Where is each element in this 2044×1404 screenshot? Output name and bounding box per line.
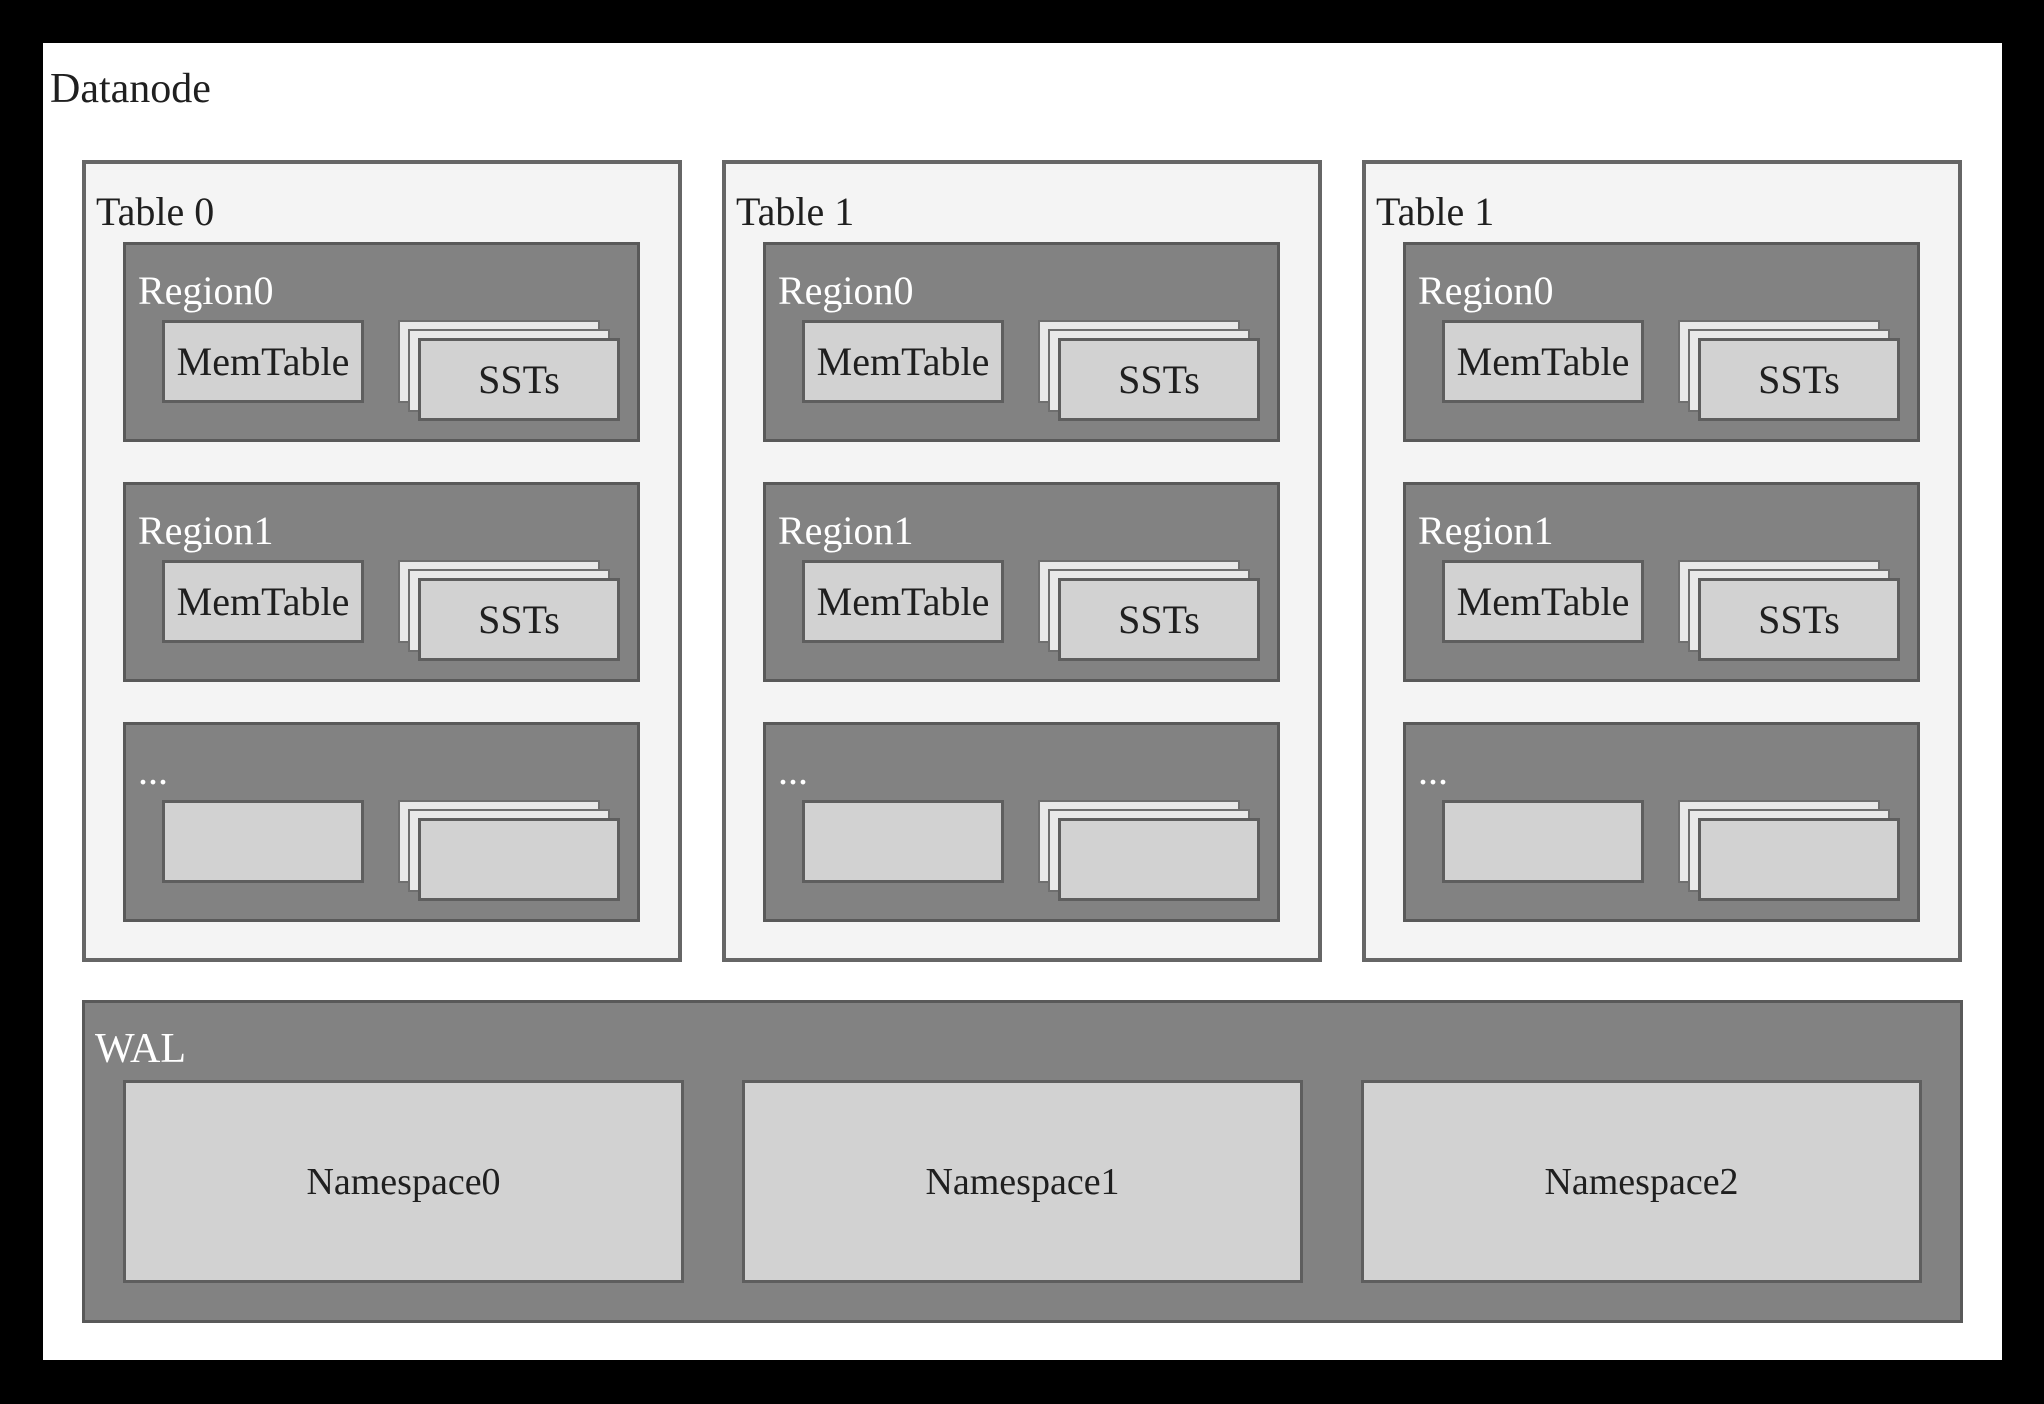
memtable-box: MemTable xyxy=(162,560,364,643)
wal-box: WAL Namespace0 Namespace1 Namespace2 xyxy=(82,1000,1963,1323)
ssts-stack: SSTs xyxy=(1678,560,1900,661)
memtable-box xyxy=(802,800,1004,883)
region-label: ... xyxy=(778,748,808,793)
region-label: Region1 xyxy=(1418,508,1554,553)
memtable-box: MemTable xyxy=(802,320,1004,403)
ssts-front-box: SSTs xyxy=(1058,338,1260,421)
region-label: Region0 xyxy=(1418,268,1554,313)
namespace-box: Namespace0 xyxy=(123,1080,684,1283)
region-box: ... xyxy=(763,722,1280,922)
wal-namespace-row: Namespace0 Namespace1 Namespace2 xyxy=(123,1080,1922,1283)
region-label: ... xyxy=(1418,748,1448,793)
table-label: Table 1 xyxy=(736,189,855,234)
ssts-front-box xyxy=(418,818,620,901)
memtable-box xyxy=(1442,800,1644,883)
ssts-front-box: SSTs xyxy=(418,338,620,421)
ssts-front-box xyxy=(1058,818,1260,901)
ssts-stack: SSTs xyxy=(398,560,620,661)
memtable-box xyxy=(162,800,364,883)
ssts-front-box: SSTs xyxy=(1698,578,1900,661)
namespace-box: Namespace2 xyxy=(1361,1080,1922,1283)
page-title: Datanode xyxy=(50,66,211,112)
memtable-box: MemTable xyxy=(1442,560,1644,643)
region-label: Region0 xyxy=(778,268,914,313)
ssts-stack xyxy=(1038,800,1260,901)
ssts-front-box: SSTs xyxy=(1058,578,1260,661)
region-label: Region1 xyxy=(138,508,274,553)
memtable-box: MemTable xyxy=(802,560,1004,643)
ssts-stack: SSTs xyxy=(1038,560,1260,661)
region-box: ... xyxy=(1403,722,1920,922)
wal-label: WAL xyxy=(95,1026,186,1072)
memtable-box: MemTable xyxy=(162,320,364,403)
region-box: ... xyxy=(123,722,640,922)
region-label: Region0 xyxy=(138,268,274,313)
ssts-stack xyxy=(398,800,620,901)
namespace-box: Namespace1 xyxy=(742,1080,1303,1283)
ssts-stack: SSTs xyxy=(1038,320,1260,421)
ssts-stack xyxy=(1678,800,1900,901)
region-label: Region1 xyxy=(778,508,914,553)
memtable-box: MemTable xyxy=(1442,320,1644,403)
table-label: Table 0 xyxy=(96,189,215,234)
ssts-front-box: SSTs xyxy=(1698,338,1900,421)
ssts-front-box xyxy=(1698,818,1900,901)
ssts-stack: SSTs xyxy=(398,320,620,421)
region-label: ... xyxy=(138,748,168,793)
ssts-front-box: SSTs xyxy=(418,578,620,661)
ssts-stack: SSTs xyxy=(1678,320,1900,421)
table-label: Table 1 xyxy=(1376,189,1495,234)
